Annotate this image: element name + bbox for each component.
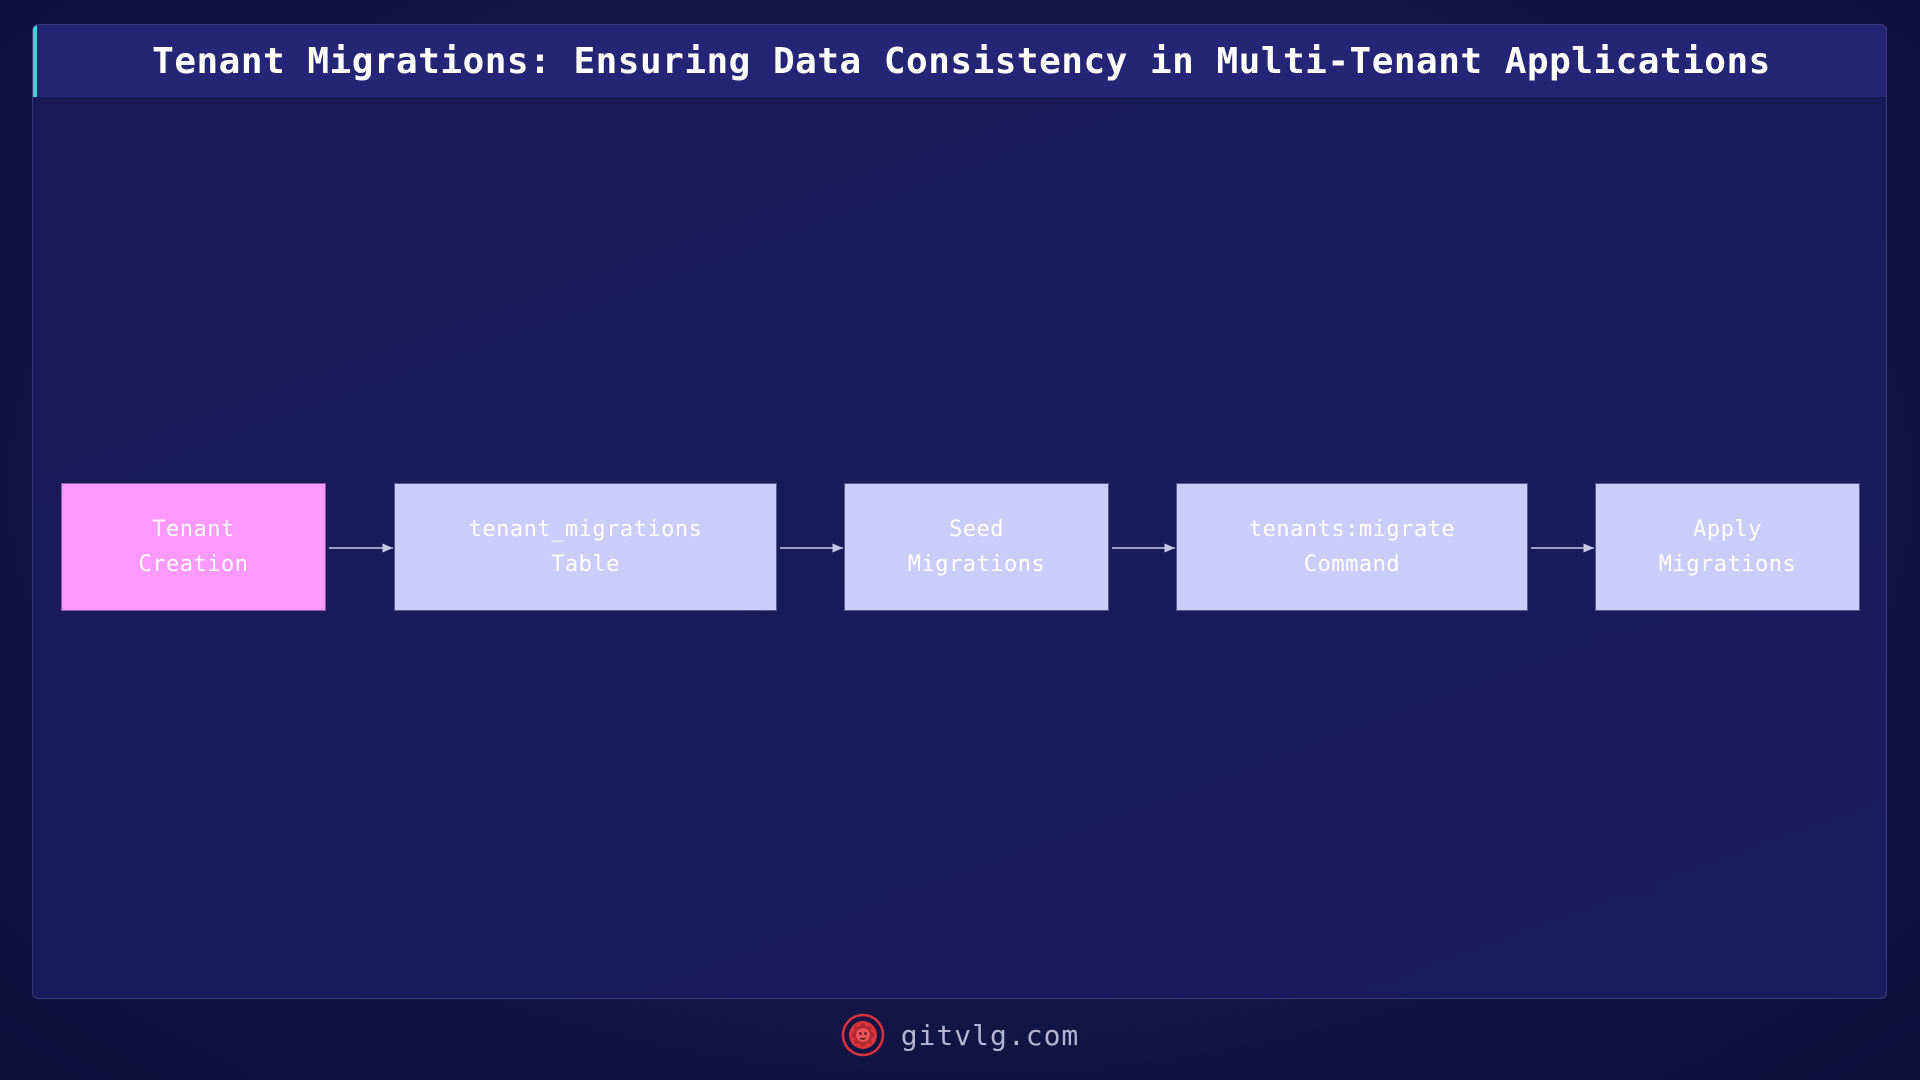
lion-logo-icon <box>841 1013 884 1057</box>
flowchart: Tenant Creation tenant_migrations Table … <box>33 25 1886 998</box>
title-bar: Tenant Migrations: Ensuring Data Consist… <box>33 25 1886 97</box>
node-seed-migrations: Seed Migrations <box>844 483 1109 611</box>
diagram-frame: Tenant Migrations: Ensuring Data Consist… <box>32 24 1887 999</box>
node-tenants-migrate-command: tenants:migrate Command <box>1176 483 1528 611</box>
node-apply-migrations: Apply Migrations <box>1595 483 1860 611</box>
footer: gitvlg.com <box>0 1012 1920 1058</box>
node-tenant-migrations-table: tenant_migrations Table <box>394 483 777 611</box>
footer-site-link[interactable]: gitvlg.com <box>900 1018 1080 1052</box>
page-title: Tenant Migrations: Ensuring Data Consist… <box>152 40 1771 82</box>
node-tenant-creation: Tenant Creation <box>61 483 326 611</box>
